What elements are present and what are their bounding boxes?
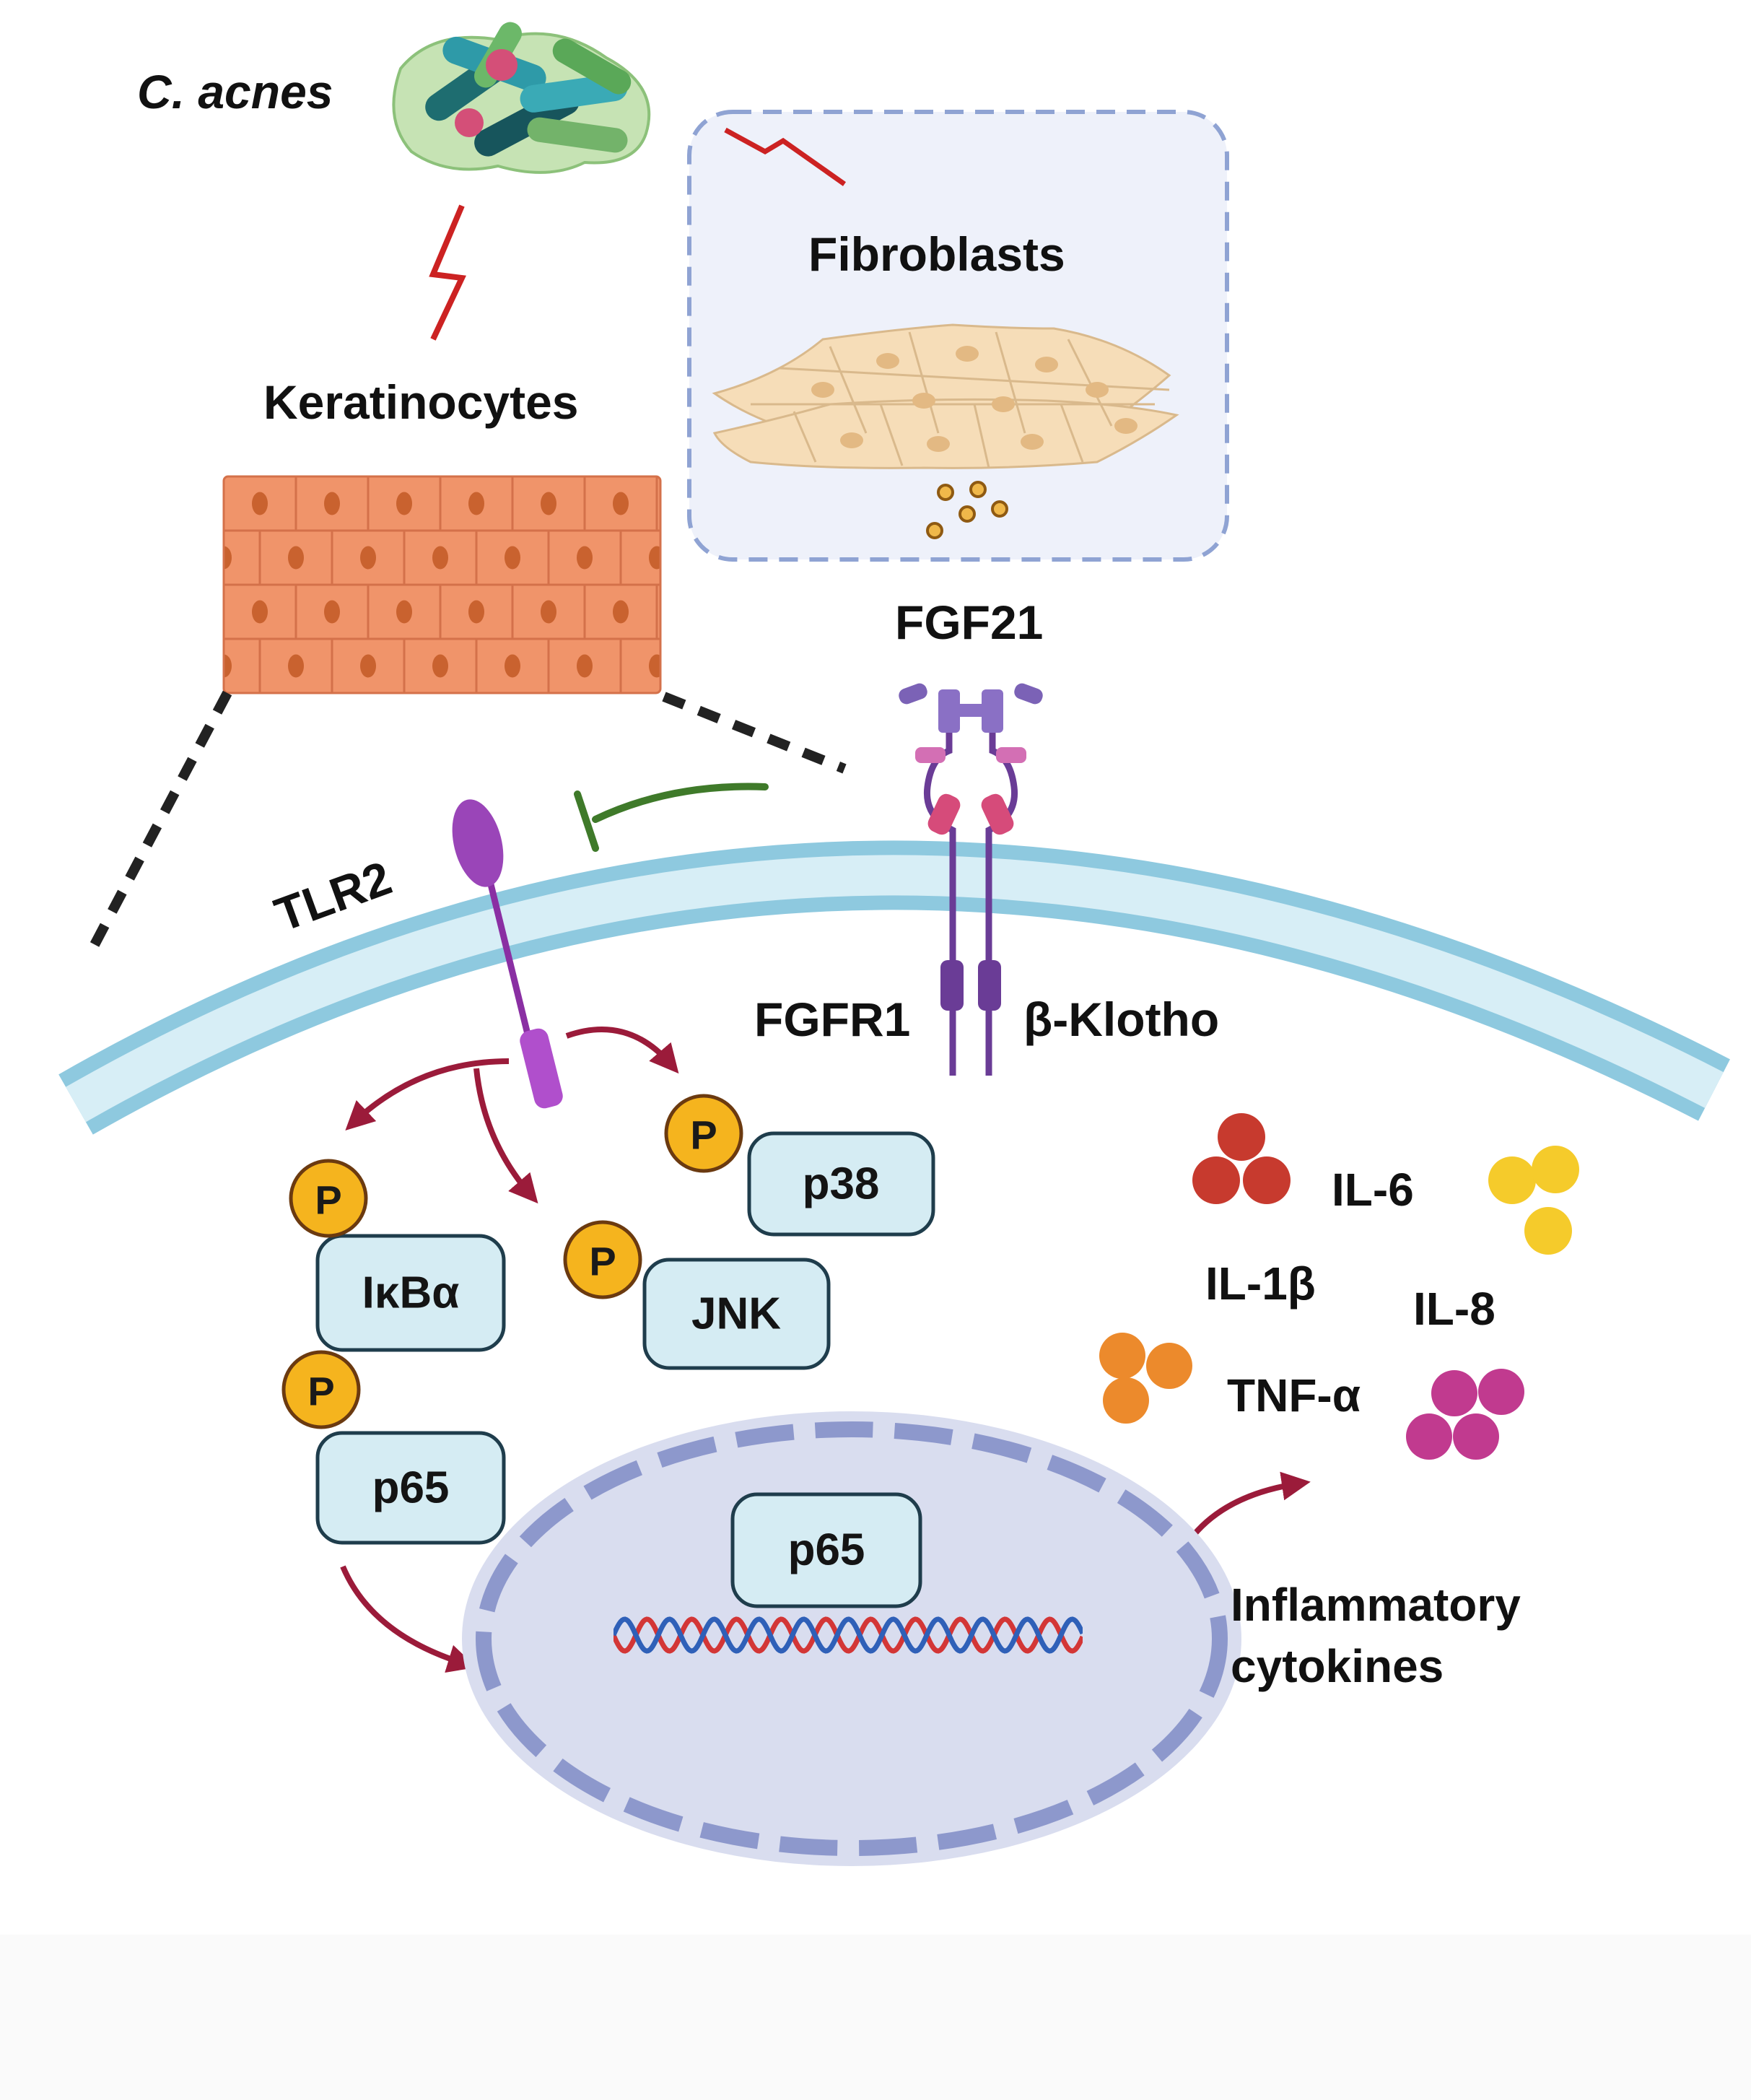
bacteria-label: C. acnes xyxy=(137,65,333,118)
jnk-label: JNK xyxy=(691,1289,781,1339)
zoom-line-left xyxy=(85,690,232,956)
jnk-box xyxy=(642,1258,831,1370)
keratinocyte-layer-border xyxy=(222,475,662,694)
fgf21-secreted-dots-icon xyxy=(926,481,1008,539)
p65-cyto-box xyxy=(315,1431,506,1545)
p65-nucleus-label: p65 xyxy=(788,1525,865,1575)
il6-label: IL-6 xyxy=(1332,1164,1414,1216)
keratinocytes-label: Keratinocytes xyxy=(263,375,579,429)
bottom-band xyxy=(0,1935,1751,2100)
phospho-ikba-icon xyxy=(289,1159,368,1238)
keratinocyte-layer-icon xyxy=(224,476,660,693)
cytokines-label: cytokines xyxy=(1231,1640,1444,1692)
fibroblast-zigzag-icon xyxy=(724,127,847,186)
phospho-jnk-label: P xyxy=(589,1239,616,1284)
arrow-to-ikba xyxy=(345,1058,510,1130)
tnfa-label: TNF-α xyxy=(1227,1369,1361,1421)
inhibition-arrow xyxy=(574,783,769,852)
p38-box xyxy=(747,1131,935,1237)
phospho-p38-label: P xyxy=(690,1112,717,1158)
fgf21-label: FGF21 xyxy=(895,596,1043,649)
il6-molecules-icon xyxy=(1192,1113,1291,1204)
bacteria-cluster-icon xyxy=(392,22,651,174)
arrow-to-jnk xyxy=(473,1068,538,1204)
fgfr1-label: FGFR1 xyxy=(754,993,910,1046)
dna-helix-icon xyxy=(613,1616,1083,1654)
arrow-to-nucleus xyxy=(340,1565,477,1673)
cell-membrane xyxy=(58,840,1730,1135)
fgfr1-klotho-receptor-icon xyxy=(899,683,1043,1076)
p38-label: p38 xyxy=(803,1159,880,1209)
inflammatory-label: Inflammatory xyxy=(1231,1579,1521,1631)
phospho-jnk-icon xyxy=(563,1220,642,1299)
il8-label: IL-8 xyxy=(1413,1283,1495,1335)
nucleus xyxy=(462,1411,1241,1866)
zoom-line-right xyxy=(662,692,847,774)
p65-nucleus-box xyxy=(730,1492,922,1608)
phospho-ikba-label: P xyxy=(315,1177,341,1223)
fibroblasts-label: Fibroblasts xyxy=(808,227,1065,281)
klotho-label: β-Klotho xyxy=(1023,993,1219,1046)
tlr2-label: TLR2 xyxy=(268,850,398,941)
il1b-molecules-icon xyxy=(1406,1369,1524,1460)
il8-molecules-icon xyxy=(1488,1146,1579,1255)
stimulus-zigzag-icon xyxy=(429,204,466,341)
ikba-label: IκBα xyxy=(362,1268,460,1318)
ikba-box xyxy=(315,1234,506,1352)
il1b-label: IL-1β xyxy=(1205,1258,1316,1310)
tlr2-receptor-icon xyxy=(452,799,563,1109)
p65-cyto-label: p65 xyxy=(372,1463,450,1513)
phospho-p65-label: P xyxy=(307,1369,334,1414)
tnfa-molecules-icon xyxy=(1099,1333,1192,1424)
phospho-p38-icon xyxy=(664,1094,743,1173)
arrow-to-p38 xyxy=(565,1027,679,1074)
phospho-p65-icon xyxy=(281,1350,361,1429)
fibroblast-cells-icon xyxy=(712,323,1179,469)
